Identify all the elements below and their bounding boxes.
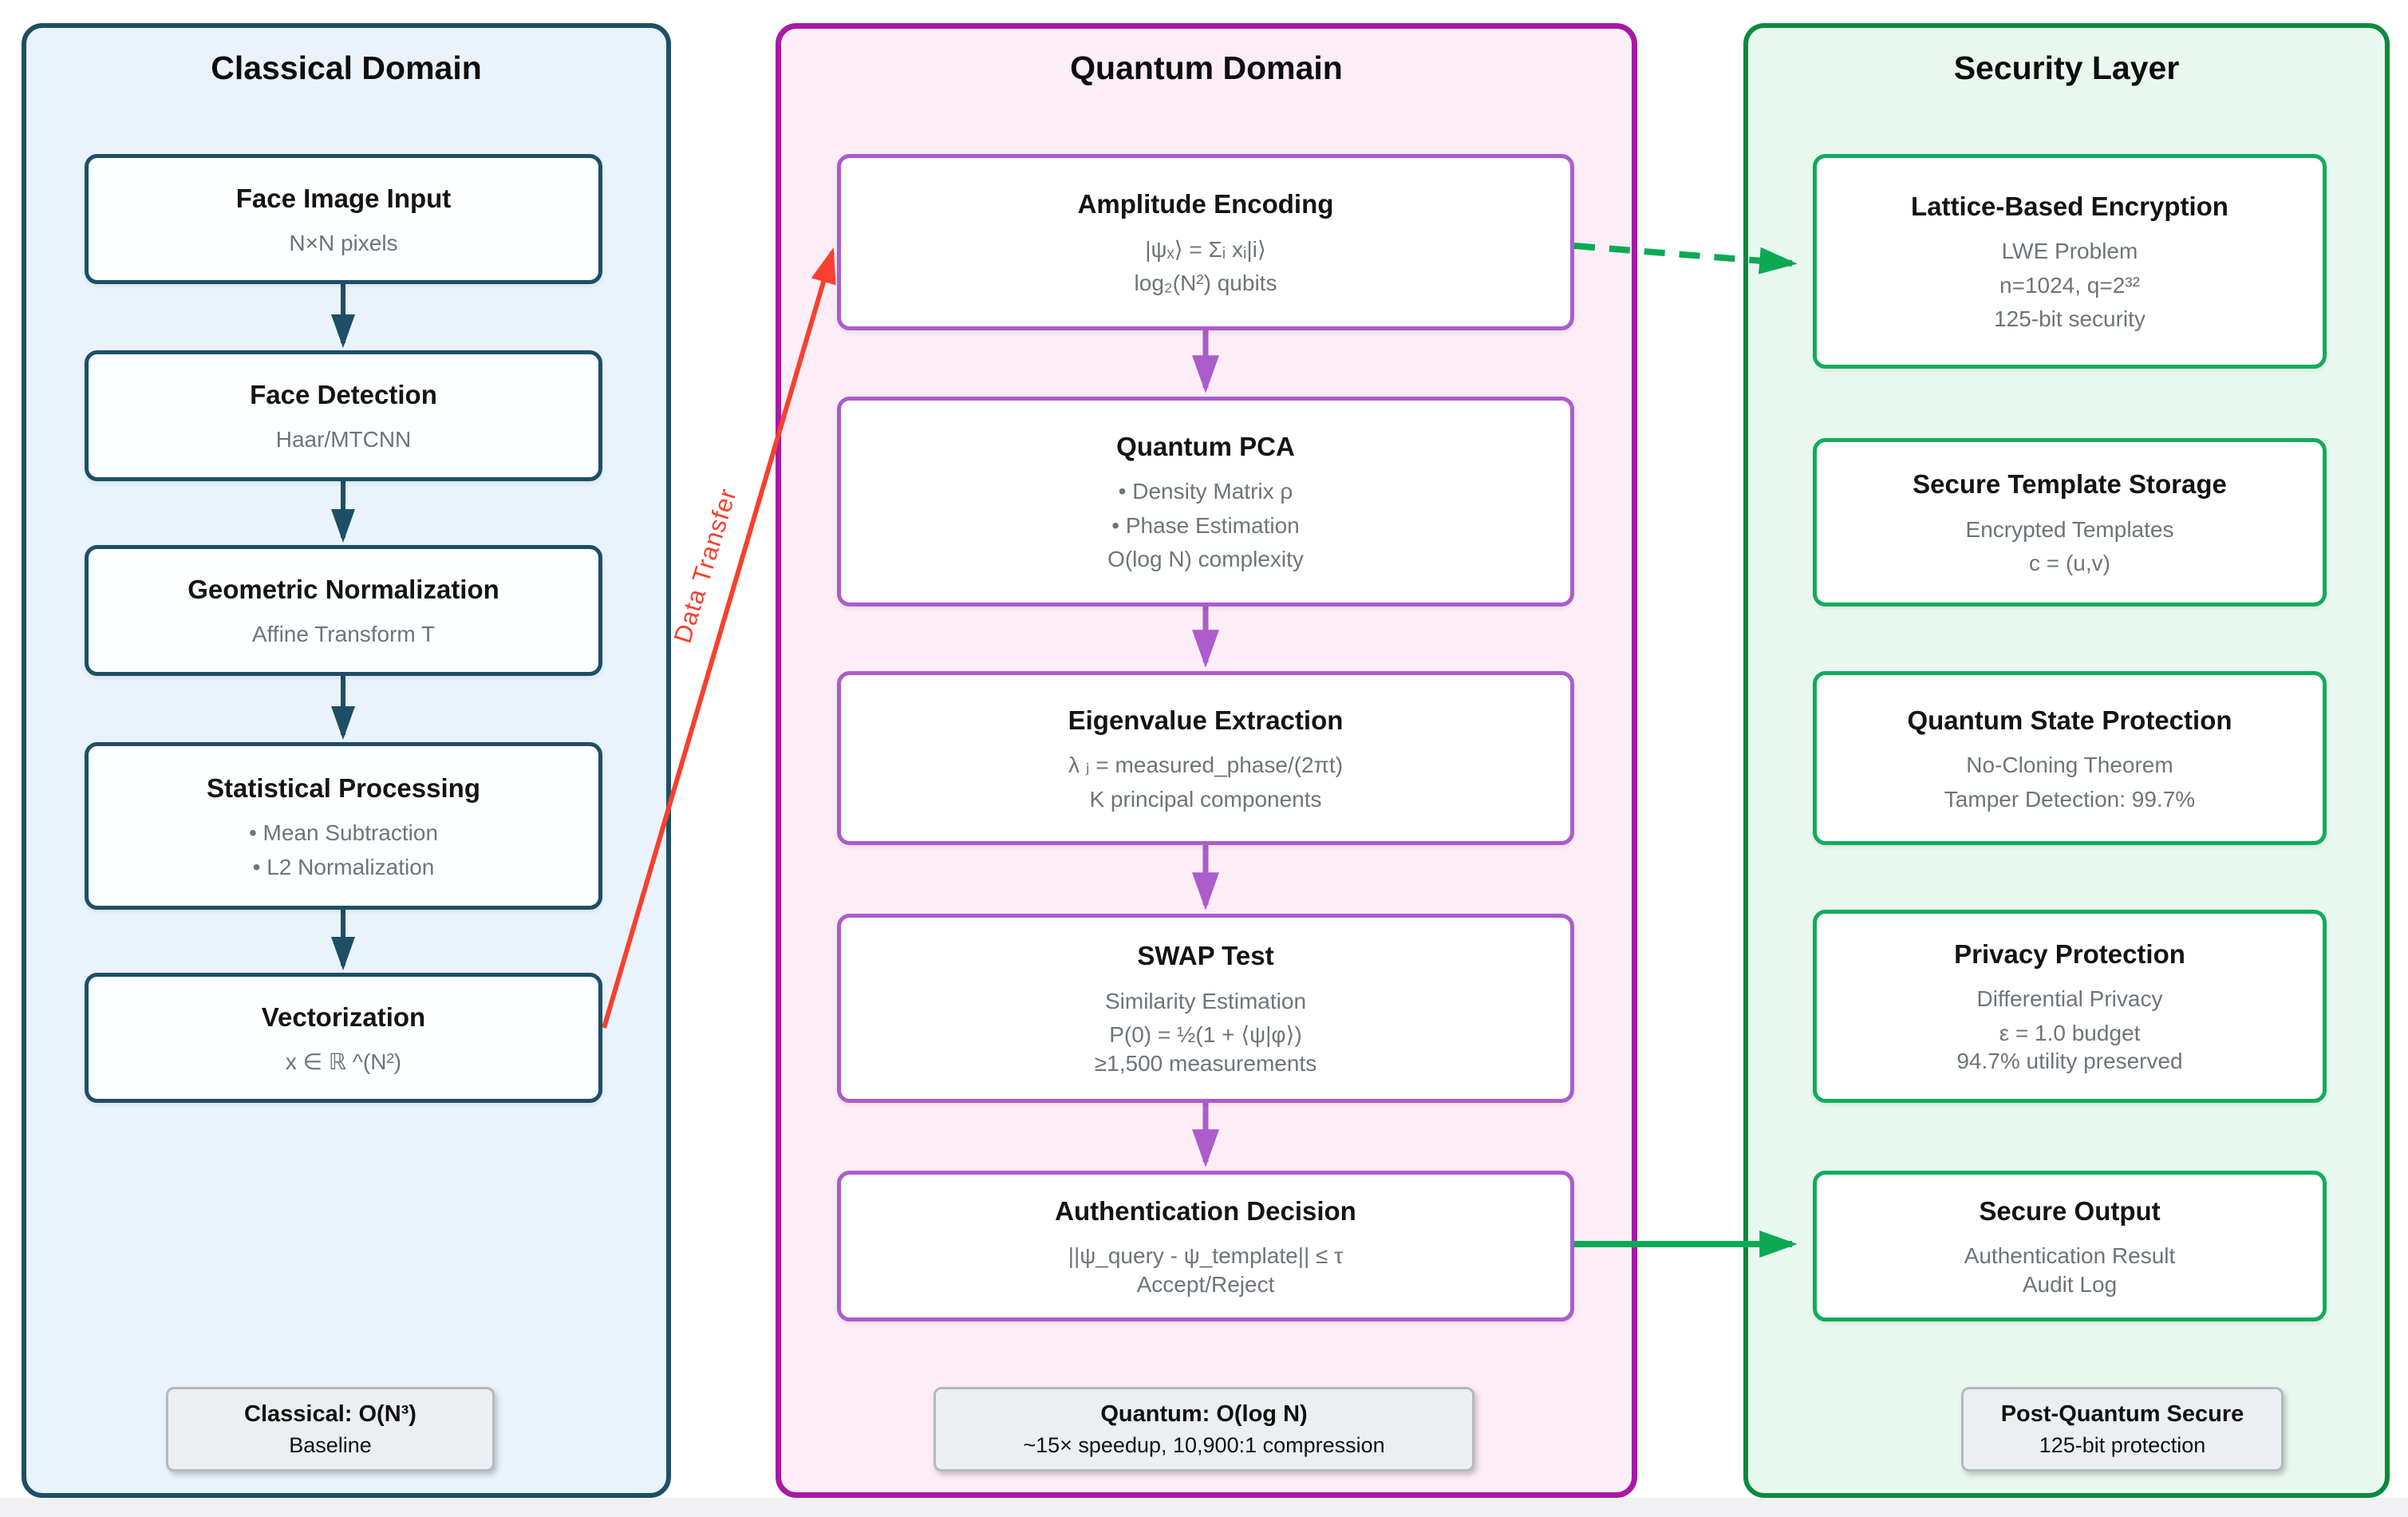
node-statistical-processing: Statistical Processing • Mean Subtractio… — [85, 742, 602, 910]
box-line: ≥1,500 measurements — [1094, 1050, 1317, 1076]
box-line: c = (u,v) — [2029, 551, 2110, 576]
box-line: ||ψ_query - ψ_template|| ≤ τ — [1068, 1243, 1344, 1269]
box-line: Affine Transform T — [251, 622, 436, 647]
node-eigenvalue-extraction: Eigenvalue Extraction λ ⱼ = measured_pha… — [837, 671, 1574, 845]
classical-domain-title: Classical Domain — [211, 49, 482, 86]
badge-title: Post-Quantum Secure — [2000, 1400, 2244, 1427]
box-title: SWAP Test — [1137, 941, 1274, 971]
security-layer-title: Security Layer — [1953, 49, 2180, 86]
box-title: Quantum State Protection — [1907, 705, 2232, 735]
box-line: LWE Problem — [2001, 239, 2138, 264]
box-line: Haar/MTCNN — [275, 427, 412, 452]
box-line: Authentication Result — [1964, 1243, 2176, 1269]
node-lattice-based-encryption: Lattice-Based Encryption LWE Problem n=1… — [1813, 154, 2327, 369]
box-title: Statistical Processing — [207, 772, 480, 803]
box-line: N×N pixels — [289, 230, 398, 255]
box-line: P(0) = ½(1 + ⟨ψ|φ⟩) — [1109, 1022, 1302, 1048]
node-privacy-protection: Privacy Protection Differential Privacy … — [1813, 910, 2327, 1103]
box-title: Lattice-Based Encryption — [1911, 191, 2228, 221]
quantum-domain-title: Quantum Domain — [1070, 49, 1343, 86]
box-line: Similarity Estimation — [1104, 988, 1307, 1013]
box-line: n=1024, q=2³² — [1999, 272, 2140, 298]
security-badge: Post-Quantum Secure 125-bit protection — [1961, 1387, 2284, 1472]
node-geometric-normalization: Geometric Normalization Affine Transform… — [85, 545, 602, 676]
box-title: Face Detection — [250, 380, 437, 410]
box-line: log₂(N²) qubits — [1134, 271, 1277, 296]
box-line: Differential Privacy — [1976, 986, 2163, 1012]
node-quantum-pca: Quantum PCA • Density Matrix ρ • Phase E… — [837, 397, 1574, 606]
box-line: K principal components — [1089, 786, 1322, 812]
box-line: 94.7% utility preserved — [1956, 1049, 2183, 1074]
box-title: Secure Output — [1979, 1195, 2161, 1226]
node-secure-template-storage: Secure Template Storage Encrypted Templa… — [1813, 438, 2327, 606]
box-title: Authentication Decision — [1055, 1195, 1356, 1226]
node-quantum-state-protection: Quantum State Protection No-Cloning Theo… — [1813, 671, 2327, 845]
node-face-image-input: Face Image Input N×N pixels — [85, 154, 602, 284]
box-line: Encrypted Templates — [1965, 516, 2174, 542]
box-line: x ∈ ℝ ^(N²) — [285, 1049, 402, 1074]
node-secure-output: Secure Output Authentication Result Audi… — [1813, 1171, 2327, 1321]
box-line: 125-bit security — [1994, 306, 2145, 332]
node-vectorization: Vectorization x ∈ ℝ ^(N²) — [85, 973, 602, 1103]
box-line: No-Cloning Theorem — [1966, 753, 2173, 778]
node-face-detection: Face Detection Haar/MTCNN — [85, 350, 602, 481]
box-title: Vectorization — [261, 1001, 426, 1032]
badge-title: Quantum: O(log N) — [1100, 1400, 1308, 1427]
box-title: Face Image Input — [235, 183, 452, 213]
box-title: Privacy Protection — [1954, 938, 2185, 969]
box-line: Accept/Reject — [1136, 1271, 1275, 1297]
box-line: ε = 1.0 budget — [1999, 1020, 2141, 1045]
node-authentication-decision: Authentication Decision ||ψ_query - ψ_te… — [837, 1171, 1574, 1321]
page-bottom-strip — [0, 1498, 2408, 1517]
box-line: Audit Log — [2022, 1271, 2118, 1297]
badge-subtitle: ~15× speedup, 10,900:1 compression — [1023, 1432, 1385, 1457]
box-line: |ψₓ⟩ = Σᵢ xᵢ|i⟩ — [1145, 236, 1266, 262]
box-title: Geometric Normalization — [188, 575, 499, 605]
box-title: Secure Template Storage — [1913, 469, 2227, 500]
box-title: Quantum PCA — [1116, 431, 1295, 461]
badge-title: Classical: O(N³) — [244, 1400, 416, 1427]
box-line: O(log N) complexity — [1107, 547, 1304, 572]
box-title: Eigenvalue Extraction — [1068, 705, 1344, 735]
classical-complexity-badge: Classical: O(N³) Baseline — [166, 1387, 495, 1472]
badge-subtitle: 125-bit protection — [2039, 1432, 2206, 1457]
box-line: • Mean Subtraction — [248, 820, 439, 846]
badge-subtitle: Baseline — [289, 1432, 372, 1457]
box-line: • Density Matrix ρ — [1118, 479, 1293, 504]
node-amplitude-encoding: Amplitude Encoding |ψₓ⟩ = Σᵢ xᵢ|i⟩ log₂(… — [837, 154, 1574, 330]
box-title: Amplitude Encoding — [1077, 189, 1334, 219]
quantum-complexity-badge: Quantum: O(log N) ~15× speedup, 10,900:1… — [934, 1387, 1474, 1472]
node-swap-test: SWAP Test Similarity Estimation P(0) = ½… — [837, 914, 1574, 1103]
box-line: λ ⱼ = measured_phase/(2πt) — [1068, 753, 1344, 778]
box-line: • Phase Estimation — [1111, 512, 1300, 538]
box-line: Tamper Detection: 99.7% — [1944, 786, 2196, 812]
box-line: • L2 Normalization — [252, 854, 435, 879]
